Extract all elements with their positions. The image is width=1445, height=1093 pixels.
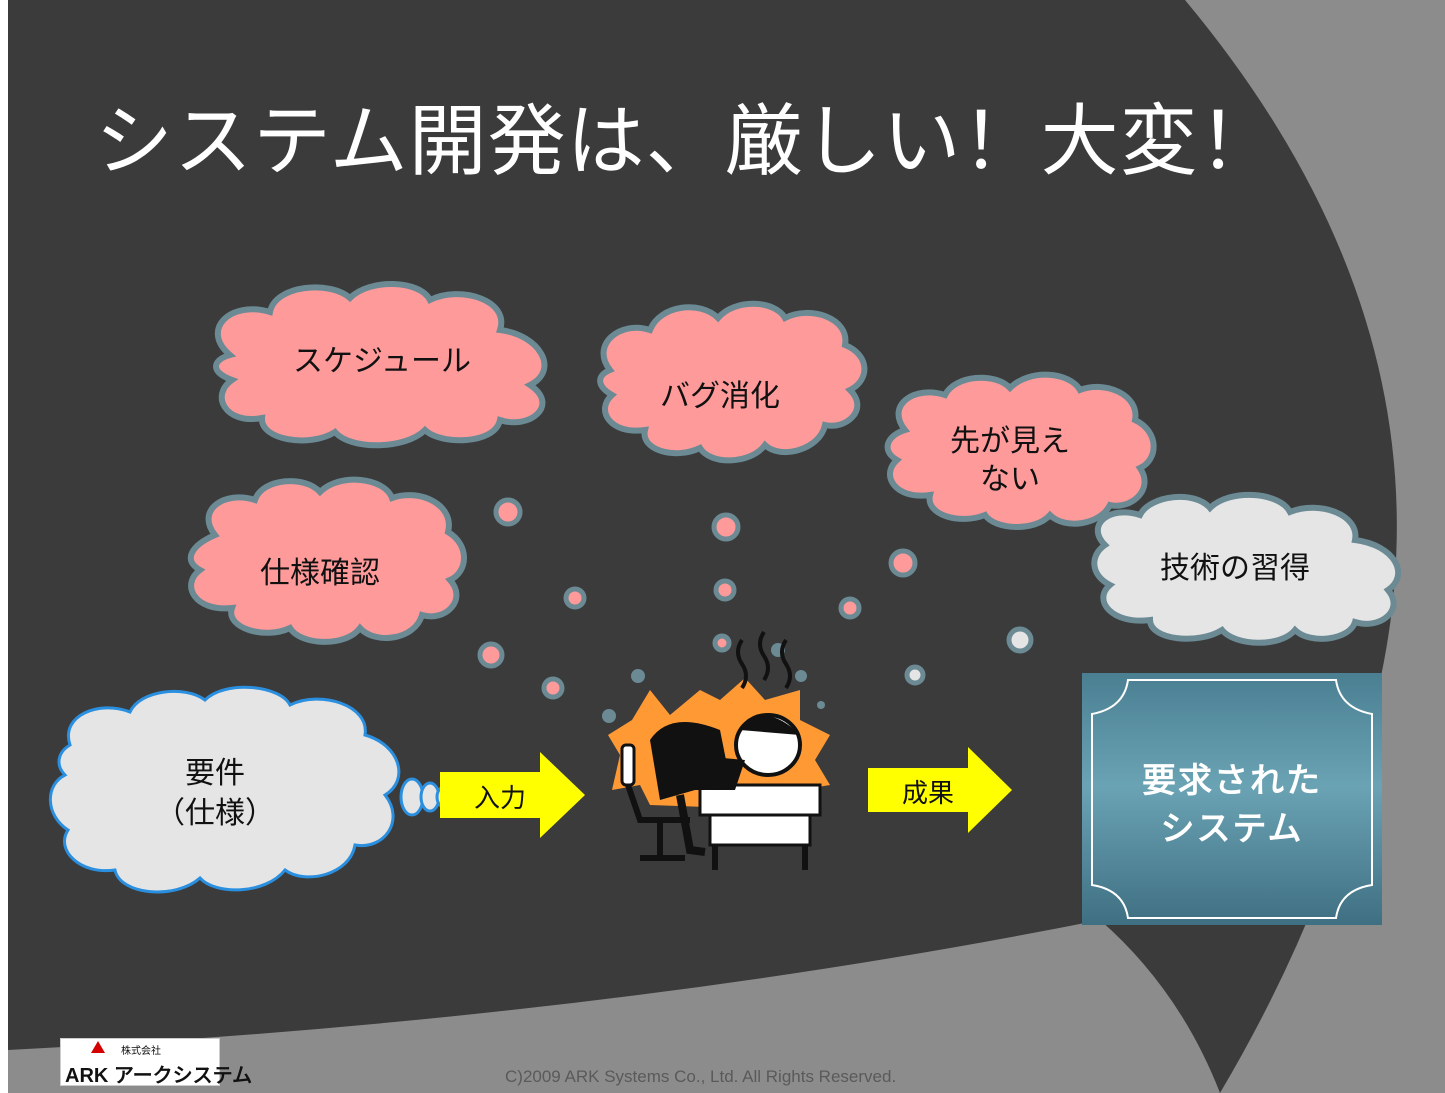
cloud-bug [597,300,868,464]
cloud-spec-check [187,476,467,645]
arrow-input [440,752,585,838]
cloud-label-requirement-line1: 要件 [185,756,245,791]
logo-main-text: ARK アークシステム [65,1065,253,1087]
slide-title: システム開発は、厳しい！大変！ [95,97,1278,187]
result-box-label: 要求された システム [1082,758,1382,853]
cloud-label-bug: バグ消化 [660,379,780,414]
result-box-frame [1091,679,1373,919]
cloud-unclear [884,371,1157,530]
cloud-tech [1091,491,1401,646]
logo-triangle-icon [91,1041,105,1053]
logo-sub-text: 株式会社 [121,1046,161,1057]
arrow-label-input: 入力 [473,784,526,814]
company-logo: 株式会社 ARK アークシステム [60,1038,252,1087]
cloud-label-schedule: スケジュール [293,344,471,379]
cloud-schedule [213,280,548,449]
result-box-bg [1082,673,1382,925]
copyright-text: C)2009 ARK Systems Co., Ltd. All Rights … [505,1067,897,1086]
result-box-line2: システム [1160,808,1304,849]
result-box-line1: 要求された [1142,761,1322,801]
left-border [0,0,8,1093]
thought-bubbles [477,497,1034,723]
arrow-output [868,747,1012,833]
cloud-label-spec-check: 仕様確認 [260,556,380,591]
arrow-label-output: 成果 [901,779,954,809]
cloud-label-unclear-line1: 先が見え [950,424,1070,459]
cloud-label-tech: 技術の習得 [1160,551,1310,586]
background-bottom-arc [8,920,1220,1093]
cloud-label-unclear-line2: ない [980,462,1040,497]
tired-worker-illustration [608,630,830,870]
cloud-label-requirement-line2: （仕様） [155,796,275,831]
